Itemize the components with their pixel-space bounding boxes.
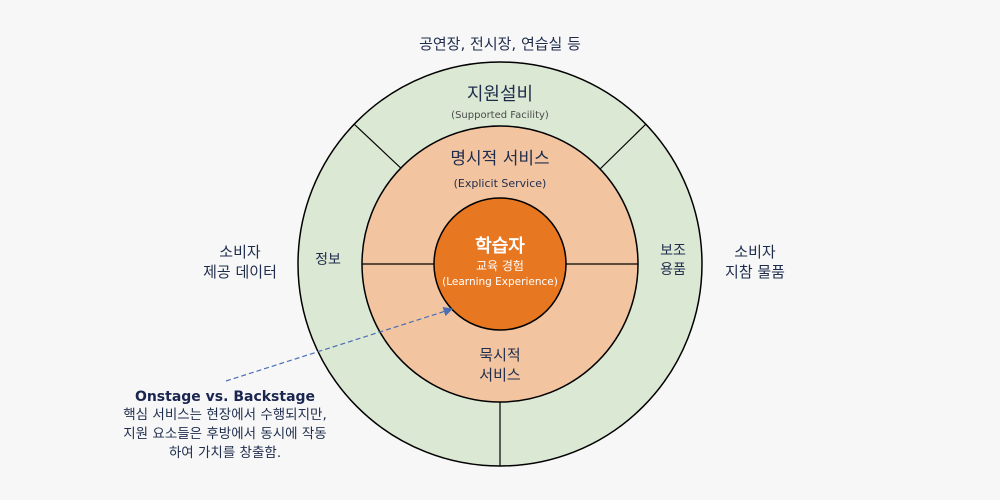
left-note-line2: 제공 데이터: [203, 263, 277, 281]
left-note-line1: 소비자: [219, 243, 261, 261]
callout-line1: 핵심 서비스는 현장에서 수행되지만,: [123, 407, 327, 423]
callout-line3: 하여 가치를 창출함.: [168, 445, 282, 461]
core-circle: [433, 197, 567, 331]
core-title: 학습자: [475, 236, 525, 257]
middle-bottom-label-2: 서비스: [479, 366, 521, 384]
outer-ring-subtitle: (Supported Facility): [451, 110, 549, 121]
outer-right-label-2: 용품: [660, 262, 686, 278]
outer-right-label-1: 보조: [660, 243, 686, 259]
outer-left-label: 정보: [315, 252, 341, 268]
divider-upper-right: [596, 123, 647, 173]
divider-upper-left: [353, 123, 406, 173]
middle-bottom-label-1: 묵시적: [479, 346, 521, 364]
right-note-line2: 지참 물품: [725, 263, 785, 281]
middle-ring-title: 명시적 서비스: [450, 149, 550, 169]
right-note-line1: 소비자: [734, 243, 776, 261]
core-subtitle: 교육 경험: [476, 259, 524, 273]
top-note: 공연장, 전시장, 연습실 등: [419, 35, 581, 53]
outer-ring-title: 지원설비: [466, 84, 534, 105]
core-english: (Learning Experience): [442, 276, 558, 288]
middle-ring-subtitle: (Explicit Service): [453, 177, 547, 190]
callout-line2: 지원 요소들은 후방에서 동시에 작동: [123, 426, 327, 442]
callout-title: Onstage vs. Backstage: [134, 389, 316, 405]
